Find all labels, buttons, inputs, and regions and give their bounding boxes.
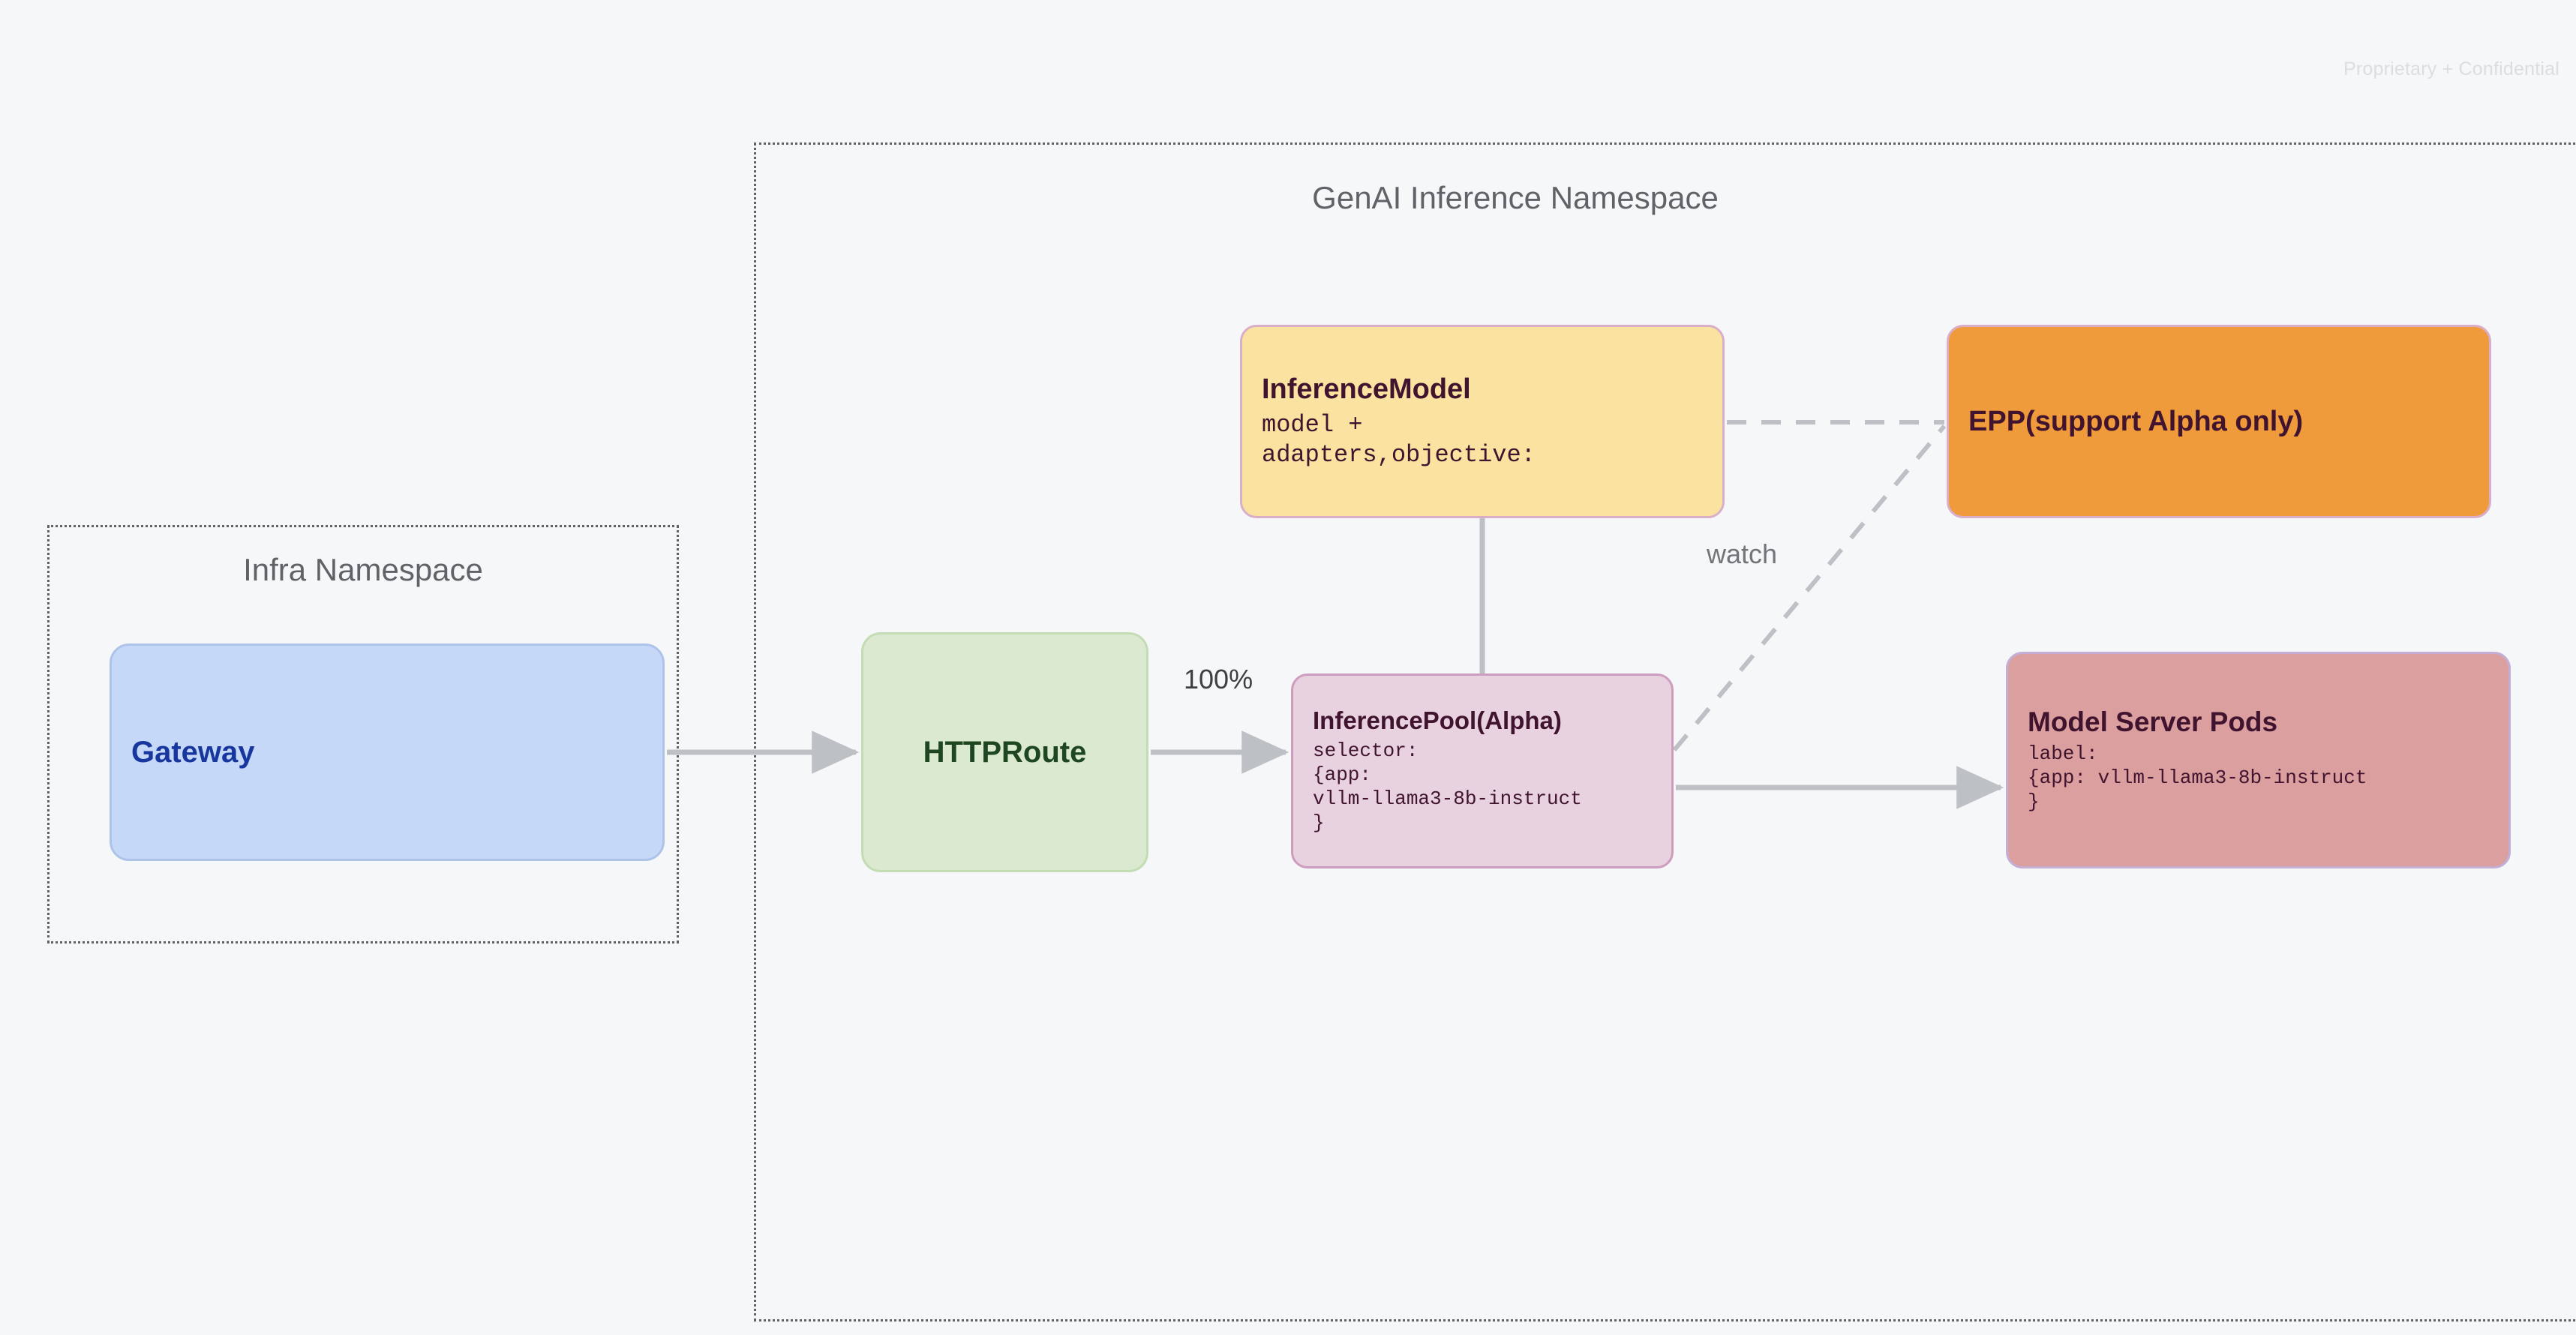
node-inference-pool[interactable]: InferencePool(Alpha) selector: {app: vll… [1291, 674, 1674, 868]
node-epp[interactable]: EPP(support Alpha only) [1947, 325, 2491, 518]
namespace-infra-title: Infra Namespace [243, 552, 483, 587]
node-httproute-title: HTTPRoute [923, 735, 1087, 769]
node-inference-model-title: InferenceModel [1262, 374, 1471, 406]
node-gateway-title: Gateway [131, 735, 255, 769]
node-inference-pool-title: InferencePool(Alpha) [1313, 706, 1562, 735]
confidential-notice: Proprietary + Confidential [2343, 58, 2559, 80]
node-model-server-pods[interactable]: Model Server Pods label: {app: vllm-llam… [2006, 652, 2511, 868]
node-model-server-pods-body: label: {app: vllm-llama3-8b-instruct } [2028, 742, 2367, 814]
node-gateway[interactable]: Gateway [110, 644, 665, 861]
edge-label-traffic-split: 100% [1184, 664, 1253, 694]
namespace-genai-inference-title: GenAI Inference Namespace [1312, 180, 1719, 215]
node-inference-model-body: model + adapters,objective: [1262, 411, 1536, 470]
node-inference-pool-body: selector: {app: vllm-llama3-8b-instruct … [1313, 739, 1582, 835]
edge-label-watch: watch [1707, 538, 1778, 569]
node-epp-title: EPP(support Alpha only) [1968, 405, 2304, 437]
namespace-infra [47, 525, 679, 944]
namespace-genai-inference [754, 142, 2576, 1322]
node-model-server-pods-title: Model Server Pods [2028, 706, 2278, 737]
node-httproute[interactable]: HTTPRoute [861, 632, 1148, 872]
node-inference-model[interactable]: InferenceModel model + adapters,objectiv… [1240, 325, 1725, 518]
